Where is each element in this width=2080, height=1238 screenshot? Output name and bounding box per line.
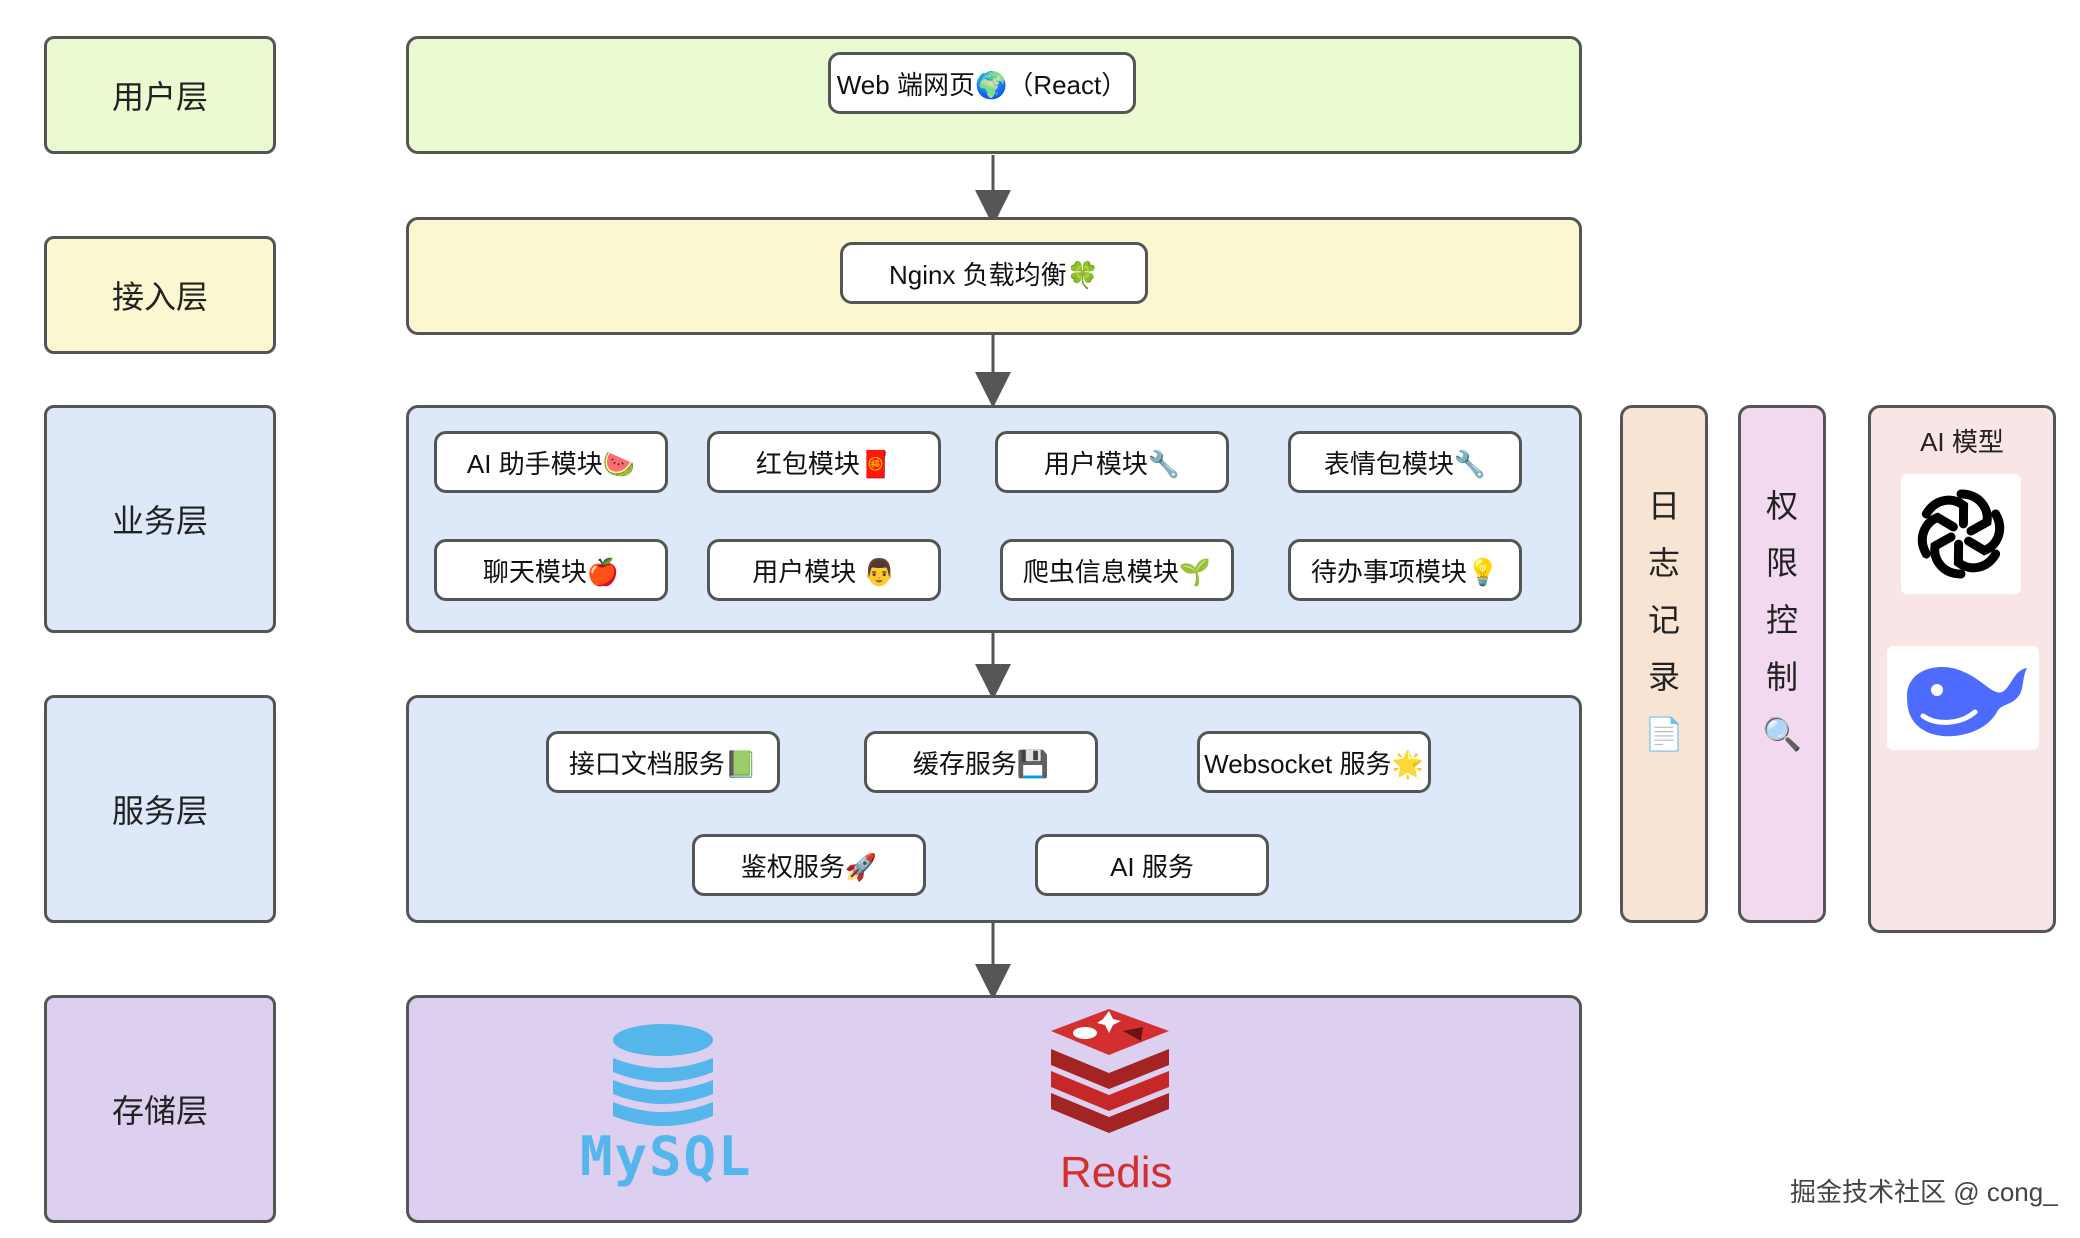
layer-label-business: 业务层: [44, 405, 276, 633]
redis-label: Redis: [1060, 1148, 1173, 1197]
crawler-module: 爬虫信息模块🌱: [1000, 539, 1234, 601]
web-frontend-node: Web 端网页🌍（React）: [828, 52, 1136, 114]
mysql-label: MySQL: [580, 1125, 753, 1188]
auth-char-3: 控: [1765, 602, 1798, 638]
auth-service: 鉴权服务🚀: [692, 834, 926, 896]
log-char-1: 日: [1647, 488, 1680, 524]
layer-label-user: 用户层: [44, 36, 276, 154]
mysql-database-icon: [613, 1024, 713, 1126]
auth-char-4: 制: [1765, 659, 1798, 695]
log-char-2: 志: [1647, 545, 1680, 581]
auth-char-1: 权: [1765, 488, 1798, 524]
websocket-service: Websocket 服务🌟: [1197, 731, 1431, 793]
deepseek-whale-icon: [1887, 646, 2039, 750]
todo-module: 待办事项模块💡: [1288, 539, 1522, 601]
openai-icon: [1901, 474, 2021, 594]
user-module-2: 用户模块 👨: [707, 539, 941, 601]
log-char-3: 记: [1647, 602, 1680, 638]
ai-model-title: AI 模型: [1920, 427, 2004, 457]
log-char-4: 录: [1647, 659, 1680, 695]
document-icon: 📄: [1644, 716, 1684, 752]
nginx-node: Nginx 负载均衡🍀: [840, 242, 1148, 304]
watermark-text: 掘金技术社区 @ cong_: [1790, 1177, 2058, 1207]
sticker-module: 表情包模块🔧: [1288, 431, 1522, 493]
log-panel: 日 志 记 录 📄: [1620, 405, 1708, 923]
red-packet-module: 红包模块🧧: [707, 431, 941, 493]
storage-layer-band: [406, 995, 1582, 1223]
cache-service: 缓存服务💾: [864, 731, 1098, 793]
ai-assistant-module: AI 助手模块🍉: [434, 431, 668, 493]
chat-module: 聊天模块🍎: [434, 539, 668, 601]
api-doc-service: 接口文档服务📗: [546, 731, 780, 793]
redis-icon: [1051, 1009, 1169, 1133]
auth-panel: 权 限 控 制 🔍: [1738, 405, 1826, 923]
magnifier-icon: 🔍: [1762, 716, 1802, 752]
ai-service: AI 服务: [1035, 834, 1269, 896]
auth-char-2: 限: [1765, 545, 1798, 581]
user-module-1: 用户模块🔧: [995, 431, 1229, 493]
layer-label-storage: 存储层: [44, 995, 276, 1223]
service-layer-band: [406, 695, 1582, 923]
layer-label-service: 服务层: [44, 695, 276, 923]
layer-label-access: 接入层: [44, 236, 276, 354]
